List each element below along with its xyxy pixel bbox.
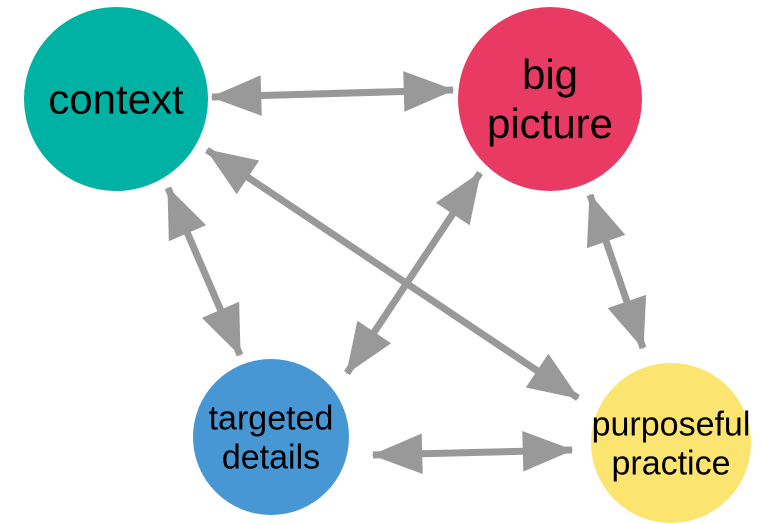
node-circle-context [24,7,208,191]
node-circle-targeted-details [193,359,349,515]
edges-layer [164,71,647,475]
arrow-targeted-details--big-picture [344,171,483,375]
node-group-context: context [24,7,208,191]
arrow-context--targeted-details [164,186,244,357]
node-label-context: context [48,76,184,123]
arrow-big-picture--purposeful-practice [586,193,647,350]
node-circle-purposeful-practice [591,363,751,523]
node-circle-big-picture [458,7,642,191]
arrow-targeted-details--purposeful-practice [371,430,574,475]
arrow-context--big-picture [210,71,455,116]
